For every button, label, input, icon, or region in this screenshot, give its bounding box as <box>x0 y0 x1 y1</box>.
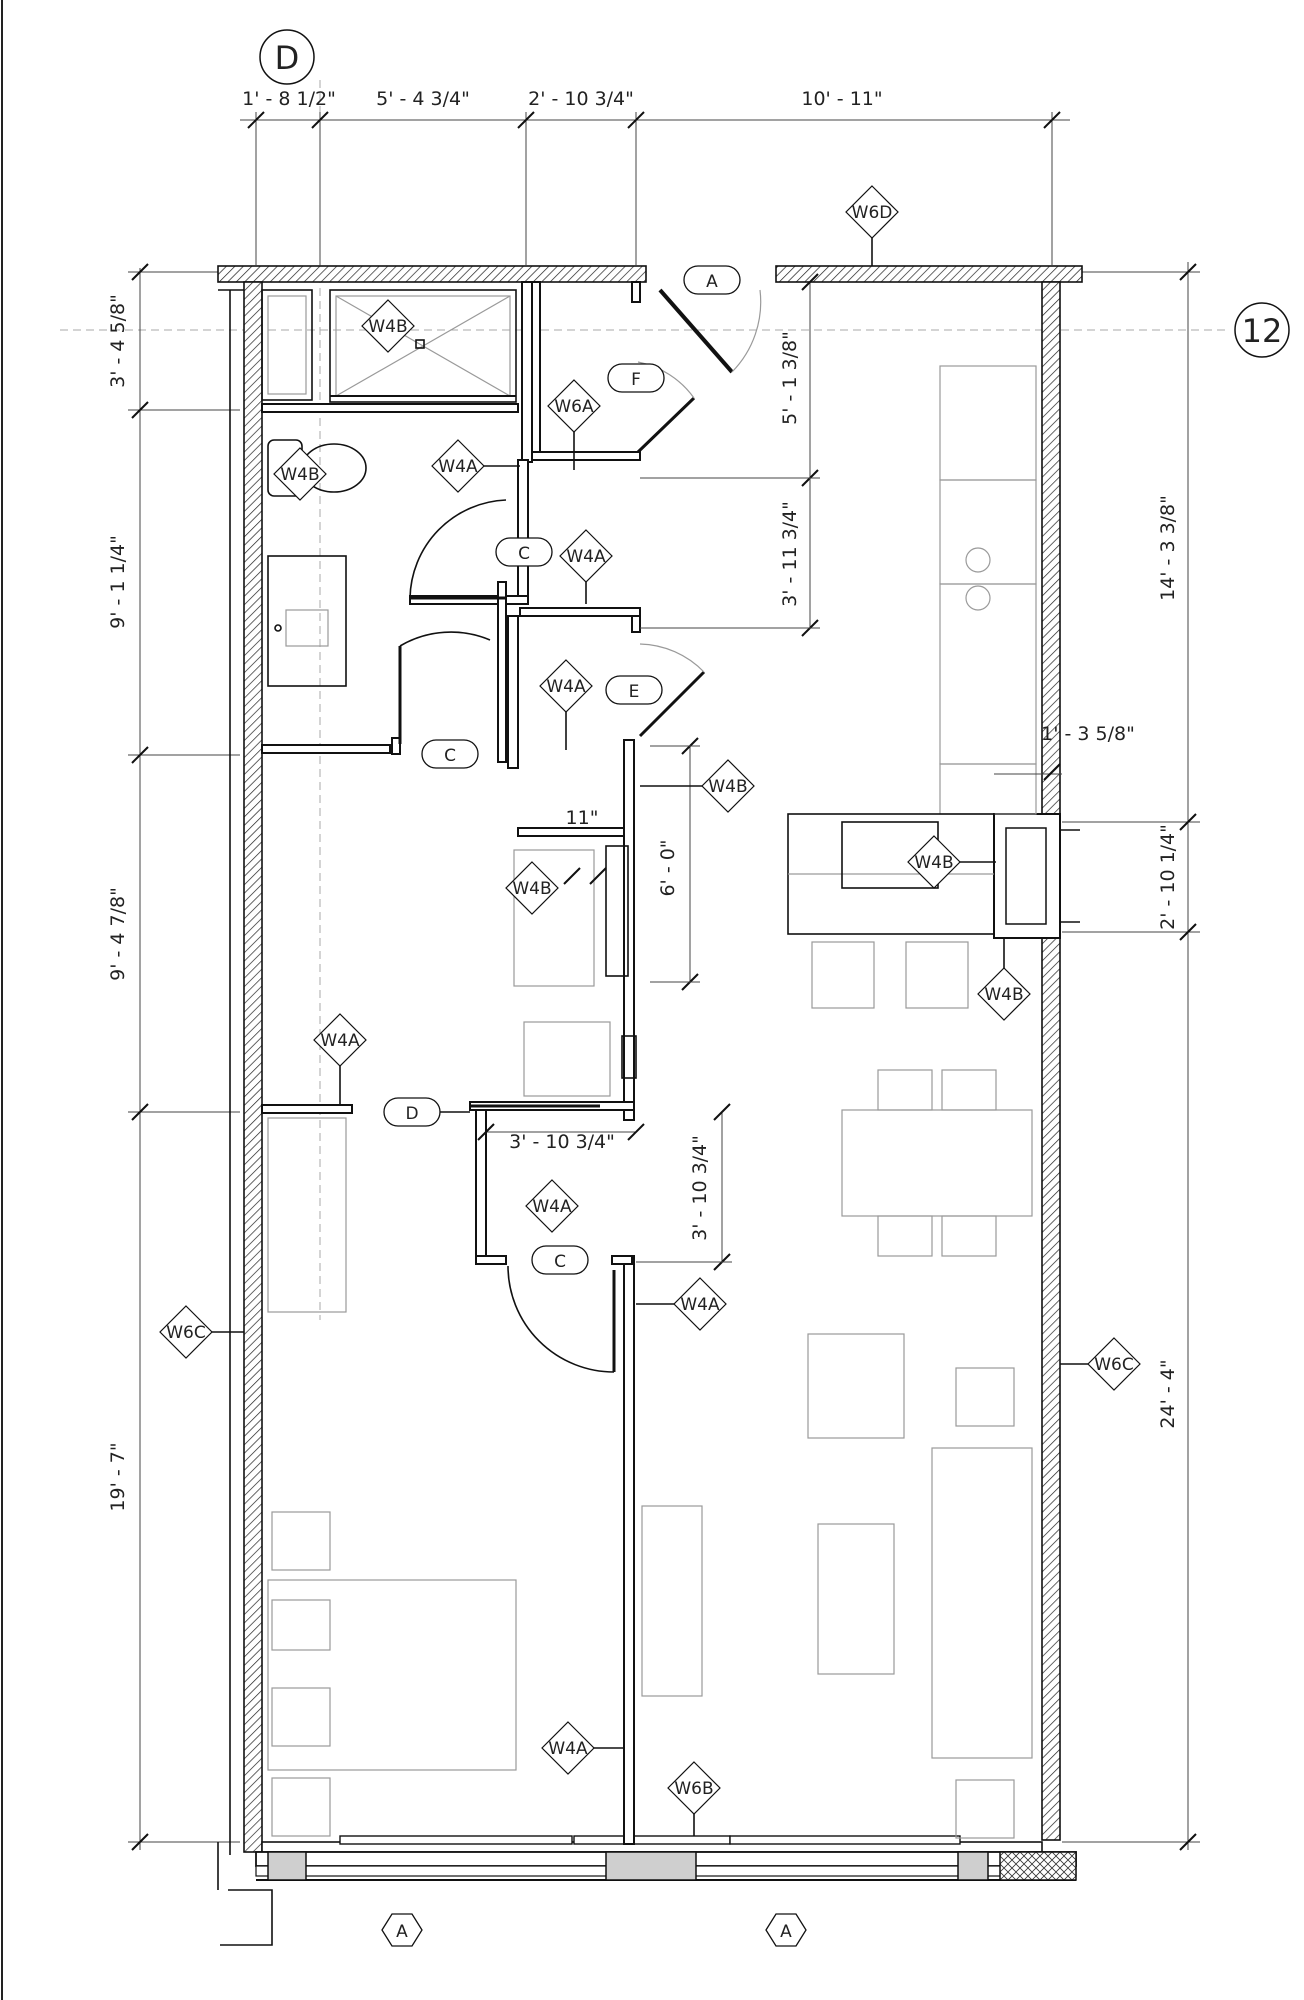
dim-left-2: 9' - 1 1/4" <box>107 535 129 629</box>
laundry: 6' - 0" 11" <box>513 737 700 1097</box>
grid-marker-row-label: 12 <box>1242 312 1283 350</box>
door-tag-a: A <box>683 265 741 295</box>
dim-top-2: 5' - 4 3/4" <box>376 88 470 110</box>
wall-tag-w6c-right-label: W6C <box>1094 1355 1134 1375</box>
wall-tag-w4a-bath: W4A <box>431 439 520 493</box>
door-tag-a-label: A <box>706 272 718 292</box>
wall-tag-w4a-closet-d-label: W4A <box>532 1197 572 1217</box>
dim-top-1: 1' - 8 1/2" <box>242 88 336 110</box>
wall-tag-w4a-hall: W4A <box>559 529 613 604</box>
door-tag-c-hall-label: C <box>444 746 456 766</box>
dining <box>841 1069 1033 1257</box>
wall-tag-w4a-bedroom-bottom: W4A <box>541 1721 624 1775</box>
grid-marker-row: 12 <box>1234 302 1290 358</box>
wall-tag-w4a-closet-e: W4A <box>539 659 593 750</box>
door-tag-c-hall: C <box>421 739 479 769</box>
wall-tag-w6a: W6A <box>547 379 601 470</box>
dim-left-3: 9' - 4 7/8" <box>107 887 129 981</box>
dim-closet-f-height: 5' - 1 3/8" <box>779 331 801 425</box>
exterior-walls <box>217 265 1083 1855</box>
wall-tag-w4b-window: W4B <box>977 938 1031 1021</box>
wall-tag-w6b-label: W6B <box>674 1779 713 1799</box>
wall-tag-w6c-left-label: W6C <box>166 1323 206 1343</box>
dim-left-4: 19' - 7" <box>107 1442 129 1511</box>
top-dimensions: 1' - 8 1/2" 5' - 4 3/4" 2' - 10 3/4" 10'… <box>240 88 1070 265</box>
wall-tag-w4a-hall-label: W4A <box>566 547 606 567</box>
door-tag-f-label: F <box>631 370 641 390</box>
wall-tag-w4a-closet-d: W4A <box>525 1179 579 1233</box>
window-tag-right: A <box>765 1913 807 1947</box>
wall-tag-w6c-left: W6C <box>159 1305 244 1359</box>
bathroom-fixtures <box>261 289 517 687</box>
wall-tag-w4a-closet-e-label: W4A <box>546 677 586 697</box>
wall-tag-w6a-label: W6A <box>554 397 594 417</box>
door-tag-c-bath-label: C <box>518 544 530 564</box>
wall-tag-w4b-laundry: W4B <box>505 861 559 915</box>
right-dimensions: 14' - 3 3/8" 2' - 10 1/4" 24' - 4" <box>1062 262 1200 1851</box>
dim-closet-d-width: 3' - 10 3/4" <box>509 1131 615 1153</box>
door-tag-e-label: E <box>629 682 640 702</box>
dim-right-1: 14' - 3 3/8" <box>1157 495 1179 601</box>
wall-tag-w4a-bath-label: W4A <box>438 457 478 477</box>
dim-right-2: 2' - 10 1/4" <box>1157 824 1179 930</box>
wall-tag-w4b-island: W4B <box>907 835 996 889</box>
wall-tag-w4b-island-label: W4B <box>914 853 953 873</box>
window-tag-left: A <box>381 1913 423 1947</box>
door-tag-c-closet: C <box>531 1245 589 1275</box>
wall-tag-w4a-divider: W4A <box>636 1277 727 1331</box>
wall-tag-w4a-bedroom-top-label: W4A <box>320 1031 360 1051</box>
wall-tag-w4b-hall-label: W4B <box>708 777 747 797</box>
dim-top-4: 10' - 11" <box>801 88 882 110</box>
door-tag-d-label: D <box>405 1104 418 1124</box>
interior-dimensions: 5' - 1 3/8" 3' - 11 3/4" 1' - 3 5/8" 3' … <box>477 273 1135 1271</box>
dim-hall-width: 3' - 11 3/4" <box>779 501 801 607</box>
kitchen <box>787 365 1037 1009</box>
wall-tag-w4b-window-label: W4B <box>984 985 1023 1005</box>
wall-tag-w6c-right: W6C <box>1060 1337 1141 1391</box>
grid-marker-column: D <box>259 29 315 85</box>
door-tag-d: D <box>383 1097 470 1127</box>
wall-tag-w4b-laundry-label: W4B <box>512 879 551 899</box>
wall-tag-w4a-bedroom-top: W4A <box>313 1013 367 1104</box>
wall-tag-w4a-bedroom-bottom-label: W4A <box>548 1739 588 1759</box>
bedroom <box>267 1117 517 1837</box>
door-tag-e: E <box>605 675 663 705</box>
dim-closet-d-height: 3' - 10 3/4" <box>689 1135 711 1241</box>
window-tag-left-label: A <box>396 1922 408 1942</box>
grid-marker-column-label: D <box>275 39 300 77</box>
doors <box>398 288 762 1373</box>
door-tag-c-closet-label: C <box>554 1252 566 1272</box>
bottom-storefront <box>217 1835 1077 1946</box>
left-dimensions: 3' - 4 5/8" 9' - 1 1/4" 9' - 4 7/8" 19' … <box>107 263 240 1851</box>
wall-tag-w4a-divider-label: W4A <box>680 1295 720 1315</box>
wall-tag-w4b-toilet: W4B <box>273 447 327 501</box>
dim-top-3: 2' - 10 3/4" <box>528 88 634 110</box>
wall-tag-w6d-label: W6D <box>852 203 893 223</box>
wall-tag-w4b-hall: W4B <box>640 759 755 813</box>
wall-tag-w4b-toilet-label: W4B <box>280 465 319 485</box>
wall-tag-w4b-shower: W4B <box>361 299 415 353</box>
interior-walls <box>261 281 641 1845</box>
living <box>641 1333 1033 1839</box>
wall-tag-w4b-shower-label: W4B <box>368 317 407 337</box>
wall-tag-w6b: W6B <box>667 1761 721 1836</box>
dim-right-3: 24' - 4" <box>1157 1359 1179 1428</box>
door-tag-c-bath: C <box>495 537 553 567</box>
door-tag-f: F <box>607 363 665 393</box>
dim-left-1: 3' - 4 5/8" <box>107 294 129 388</box>
dim-wall-offset: 1' - 3 5/8" <box>1041 723 1135 745</box>
dim-wd-width: 11" <box>566 807 599 829</box>
window-tag-right-label: A <box>780 1922 792 1942</box>
dim-wd-height: 6' - 0" <box>657 839 679 896</box>
wall-tag-w6d: W6D <box>845 185 899 266</box>
